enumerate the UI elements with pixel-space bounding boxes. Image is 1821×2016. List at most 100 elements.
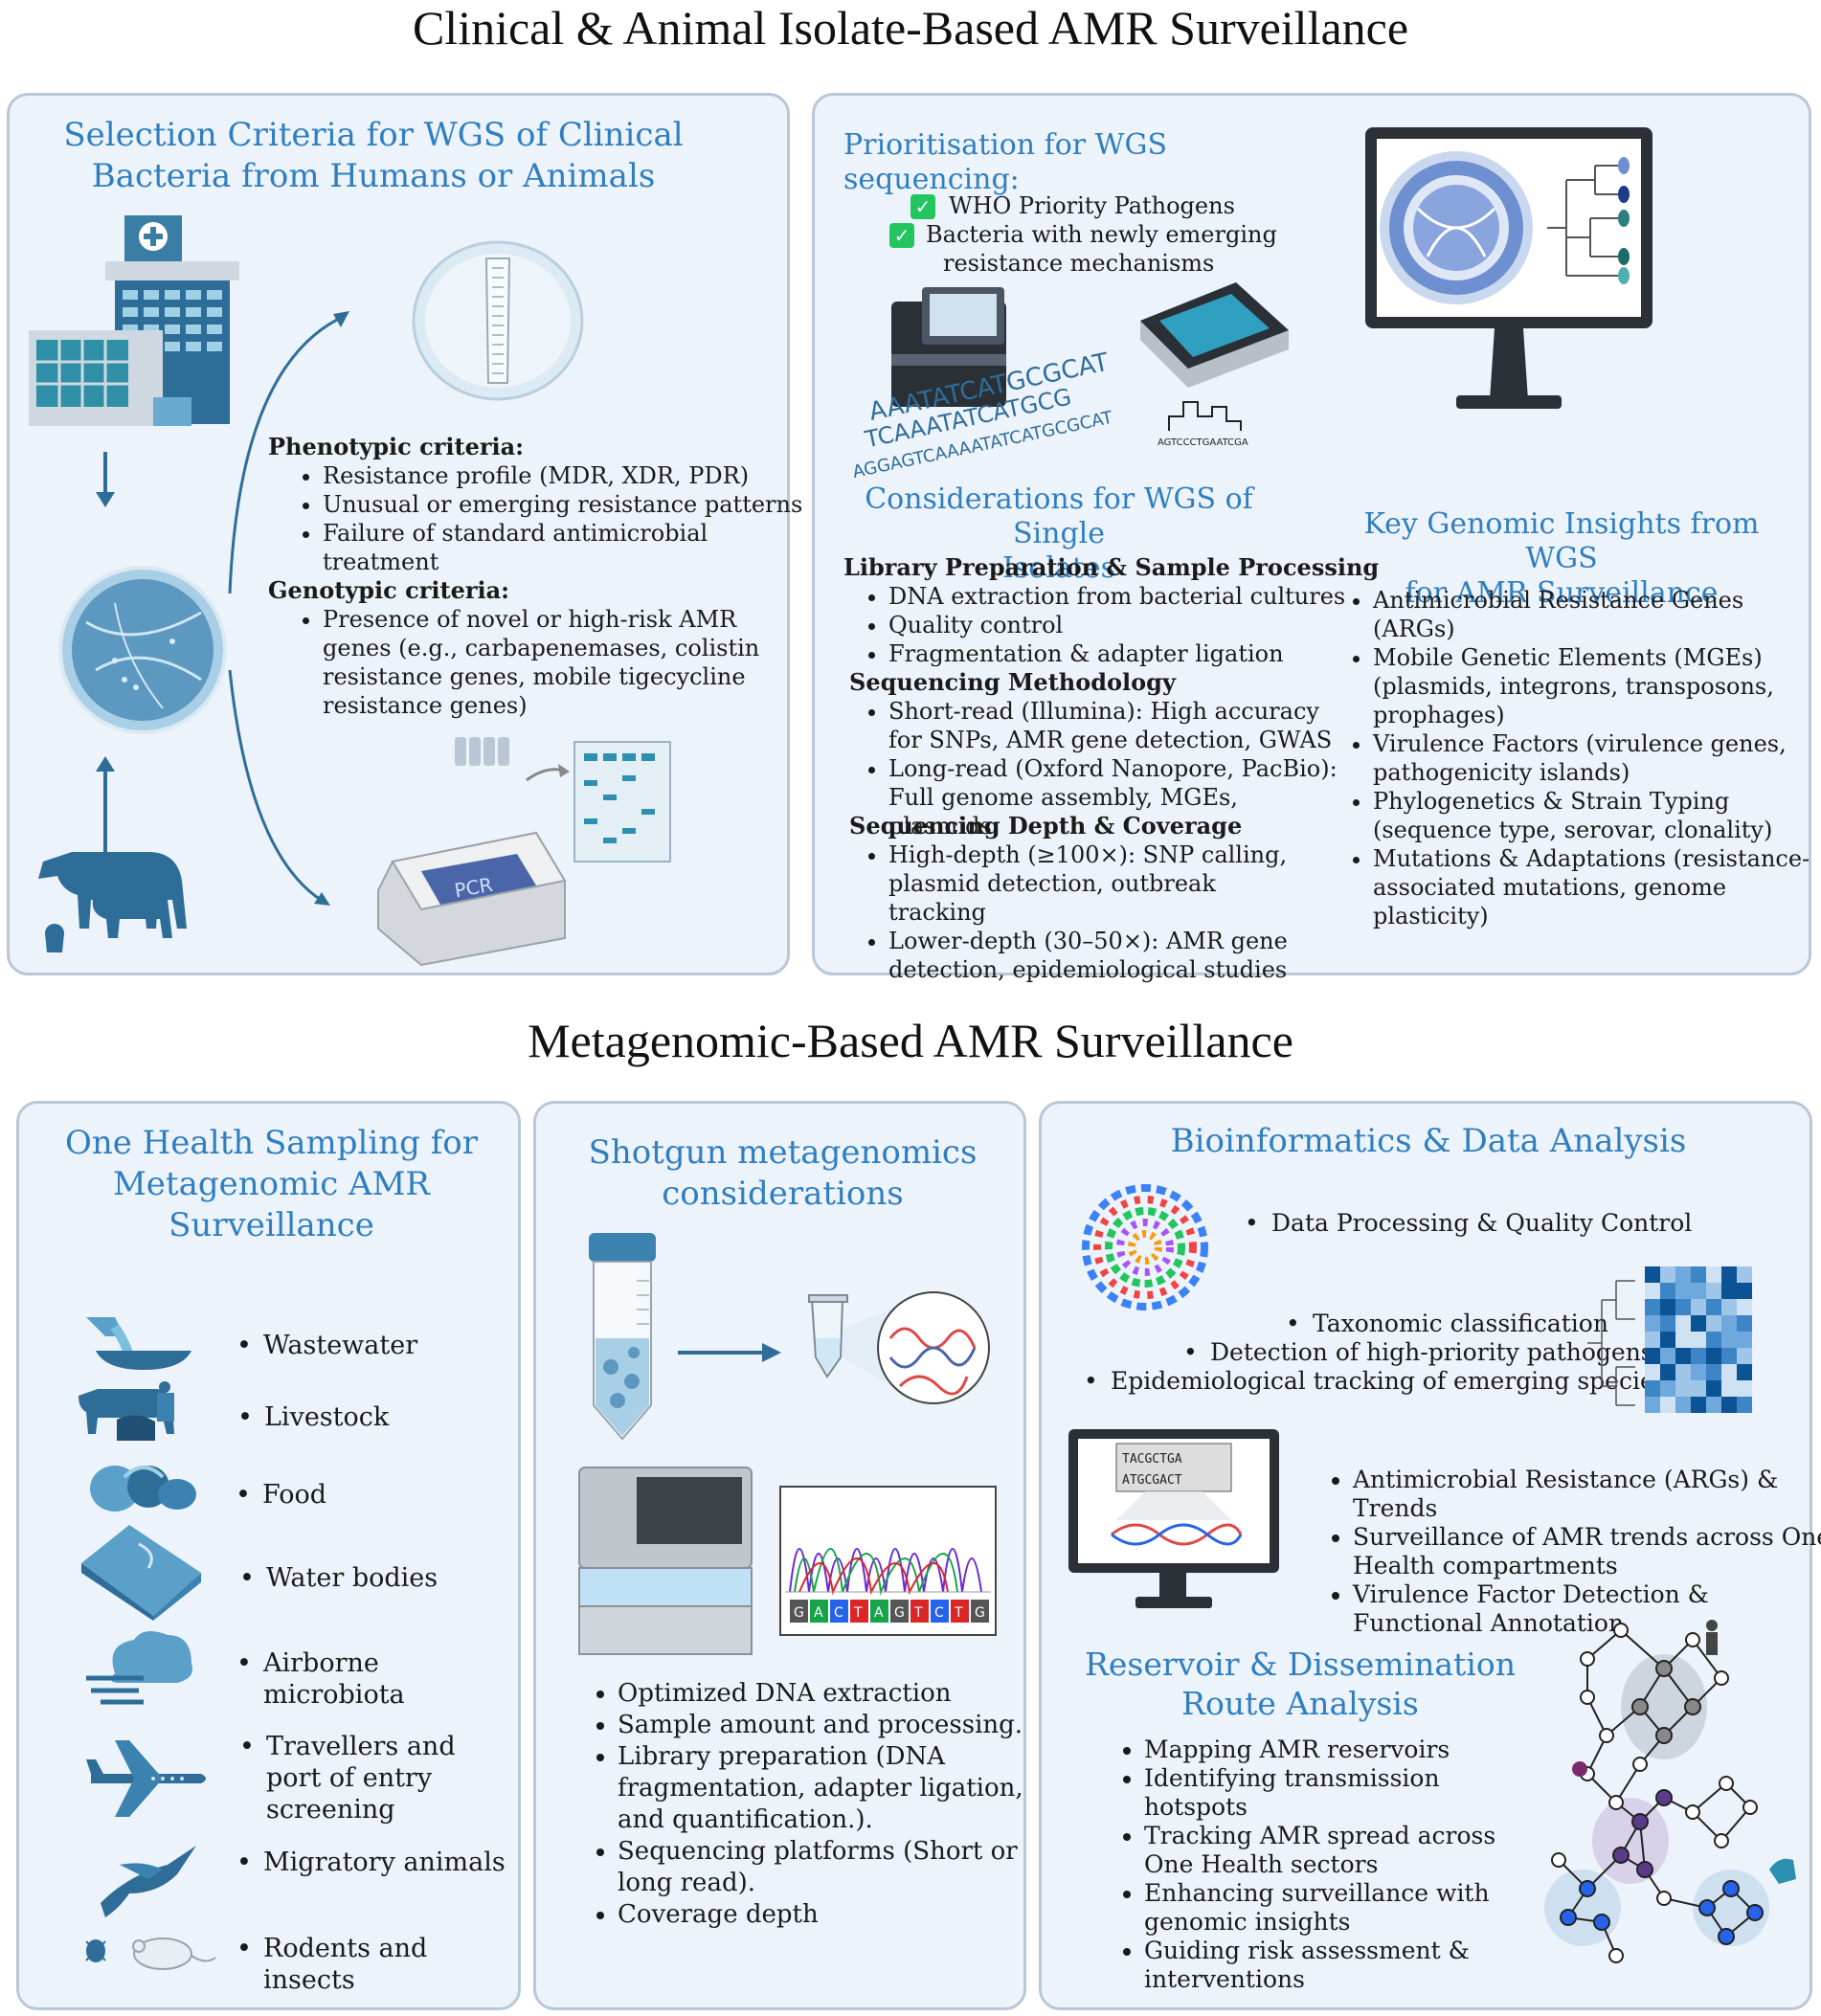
list-item: Presence of novel or high-risk AMR genes… <box>323 605 801 720</box>
heatmap-cell <box>1691 1380 1706 1397</box>
heatmap-cell <box>1675 1364 1691 1380</box>
base-letter: C <box>934 1605 944 1621</box>
source-livestock: Livestock <box>237 1401 389 1433</box>
airplane-icon <box>86 1740 206 1817</box>
heatmap-cell <box>1706 1332 1721 1348</box>
list-item: Guiding risk assessment & interventions <box>1144 1937 1546 1994</box>
list-item: Quality control <box>888 611 1348 639</box>
base-letter: A <box>814 1605 823 1621</box>
list-item: Virulence Factor Detection & Functional … <box>1353 1580 1821 1638</box>
wastewater-icon <box>86 1317 191 1370</box>
genotypic-list: Presence of novel or high-risk AMR genes… <box>280 605 801 720</box>
insights-title: Key Genomic Insights from WGS for AMR Su… <box>1363 507 1760 610</box>
heatmap-cell <box>1675 1332 1691 1348</box>
dna-screen-icon: TACGCTGA ATGCGACT <box>1068 1429 1279 1608</box>
heatmap-cell <box>1660 1380 1675 1397</box>
heatmap-cell <box>1737 1299 1752 1315</box>
heatmap-cell <box>1737 1380 1752 1397</box>
heatmap-cell <box>1675 1283 1691 1299</box>
heatmap-cell <box>1645 1299 1660 1315</box>
heatmap-cell <box>1737 1266 1752 1283</box>
list-item: Library preparation (DNA fragmentation, … <box>618 1741 1039 1836</box>
list-item: Mapping AMR reservoirs <box>1144 1736 1546 1764</box>
phenotypic-heading: Phenotypic criteria: <box>268 433 525 460</box>
base-box <box>830 1600 848 1623</box>
source-migratory: Migratory animals <box>236 1847 506 1878</box>
list-item: Sequencing platforms (Short or long read… <box>618 1836 1039 1899</box>
heatmap-cell <box>1691 1348 1706 1364</box>
heatmap-cell <box>1660 1283 1675 1299</box>
heatmap-cell <box>1645 1364 1660 1380</box>
heatmap-cell <box>1721 1283 1737 1299</box>
water-bodies-icon <box>81 1525 201 1621</box>
heatmap-cell <box>1721 1348 1737 1364</box>
list-item: Phylogenetics & Strain Typing (sequence … <box>1373 787 1821 844</box>
list-item: Optimized DNA extraction <box>618 1678 1039 1710</box>
heatmap-icon <box>1587 1266 1752 1413</box>
check-item-who: WHO Priority Pathogens <box>949 192 1235 219</box>
heatmap-cell <box>1706 1380 1721 1397</box>
heatmap-cell <box>1691 1299 1706 1315</box>
transmission-network-icon <box>1544 1620 1796 1963</box>
heatmap-cell <box>1675 1348 1691 1364</box>
list-item: Failure of standard antimicrobial treatm… <box>323 519 821 576</box>
base-letter: G <box>794 1605 804 1621</box>
heatmap-cell <box>1706 1397 1721 1413</box>
livestock-animals-icon <box>38 852 187 952</box>
base-box <box>910 1600 929 1623</box>
list-item: Enhancing surveillance with genomic insi… <box>1144 1879 1546 1937</box>
heatmap-cell <box>1721 1364 1737 1380</box>
list-item: Long-read (Oxford Nanopore, PacBio): Ful… <box>888 754 1348 840</box>
migratory-bird-icon <box>101 1846 196 1917</box>
heatmap-cell <box>1737 1332 1752 1348</box>
heatmap-cell <box>1691 1266 1706 1283</box>
petri-dish-icon <box>58 566 227 734</box>
tax-item-1: Detection of high-priority pathogens <box>1183 1336 1653 1368</box>
list-item: Mobile Genetic Elements (MGEs) (plasmids… <box>1373 643 1821 729</box>
heatmap-cell <box>1706 1266 1721 1283</box>
reservoir-title: Reservoir & Dissemination Route Analysis <box>1085 1646 1516 1722</box>
heatmap-cell <box>1721 1315 1737 1332</box>
tax-item-2: Epidemiological tracking of emerging spe… <box>1084 1365 1667 1397</box>
heatmap-cell <box>1660 1332 1675 1348</box>
heatmap-cell <box>1660 1299 1675 1315</box>
heatmap-cell <box>1675 1397 1691 1413</box>
airborne-icon <box>86 1631 192 1705</box>
nanopore-device-icon: AGTCCCTGAATCGA <box>1140 282 1289 448</box>
section-title-clinical: Clinical & Animal Isolate-Based AMR Surv… <box>412 1 1409 55</box>
up-arrow-icon <box>96 756 115 860</box>
heatmap-cell <box>1660 1266 1675 1283</box>
list-item: Antimicrobial Resistance Genes (ARGs) <box>1373 586 1821 643</box>
bioinfo-item-qc: Data Processing & Quality Control <box>1245 1207 1692 1239</box>
list-item: Unusual or emerging resistance patterns <box>323 490 821 519</box>
heatmap-cell <box>1737 1348 1752 1364</box>
heatmap-cell <box>1645 1332 1660 1348</box>
source-rodents: Rodents and insects <box>236 1933 518 1996</box>
heatmap-cell <box>1645 1380 1660 1397</box>
heatmap-cell <box>1675 1266 1691 1283</box>
dna-extract-icon <box>808 1291 990 1404</box>
genotypic-heading: Genotypic criteria: <box>268 576 510 604</box>
one-health-title: One Health Sampling for Metagenomic AMR … <box>64 1124 479 1244</box>
heatmap-cell <box>1706 1299 1721 1315</box>
list-item: Surveillance of AMR trends across One He… <box>1353 1523 1821 1580</box>
source-airborne: Airborne microbiota <box>236 1647 407 1711</box>
heatmap-cell <box>1691 1397 1706 1413</box>
source-food: Food <box>236 1479 326 1511</box>
depth-list: High-depth (≥100×): SNP calling, plasmid… <box>845 840 1300 984</box>
base-box <box>870 1600 888 1623</box>
base-box <box>850 1600 868 1623</box>
circos-plot-icon <box>1082 1184 1208 1310</box>
list-item: DNA extraction from bacterial cultures <box>888 582 1348 611</box>
base-box <box>931 1600 949 1623</box>
check-icon: ✓ <box>910 194 935 219</box>
wgs-panel: Prioritisation for WGS sequencing: ✓ WHO… <box>812 93 1811 983</box>
heatmap-cell <box>1660 1348 1675 1364</box>
base-letter: T <box>913 1605 923 1621</box>
base-box <box>790 1600 808 1623</box>
heatmap-cell <box>1706 1315 1721 1332</box>
down-arrow-icon <box>96 452 115 507</box>
base-box <box>890 1600 909 1623</box>
svg-text:AGTCCCTGAATCGA: AGTCCCTGAATCGA <box>1158 437 1248 448</box>
